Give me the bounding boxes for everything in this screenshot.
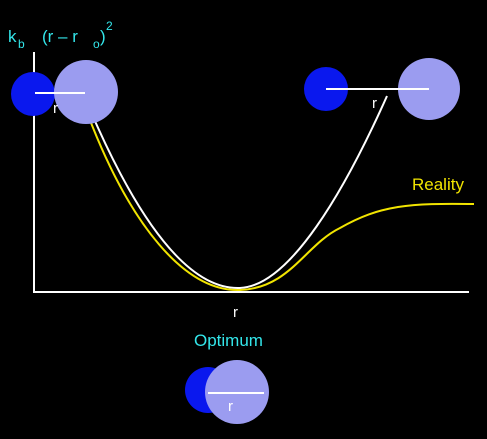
atom-large xyxy=(54,60,118,124)
formula-exponent: 2 xyxy=(106,19,113,33)
reality-curve xyxy=(87,114,475,292)
x-axis-label: r xyxy=(233,304,238,321)
formula-paren-close: ) xyxy=(100,27,106,46)
molecule-compressed: r xyxy=(11,60,118,124)
molecule-optimum: r xyxy=(185,360,269,424)
formula-k: k xyxy=(8,27,17,46)
formula-label: k b (r – r o ) 2 xyxy=(8,19,113,51)
harmonic-curve xyxy=(90,95,388,290)
bond-length-label: r xyxy=(372,95,377,112)
reality-label: Reality xyxy=(412,175,464,194)
formula-paren-open: (r – r xyxy=(42,27,78,46)
formula-r-subscript: o xyxy=(93,37,100,51)
molecule-stretched: r xyxy=(304,58,460,120)
formula-k-subscript: b xyxy=(18,37,25,51)
bond-length-label: r xyxy=(228,398,233,415)
bond-length-label: r xyxy=(53,100,58,117)
atom-small xyxy=(11,72,55,116)
optimum-title: Optimum xyxy=(194,331,263,350)
